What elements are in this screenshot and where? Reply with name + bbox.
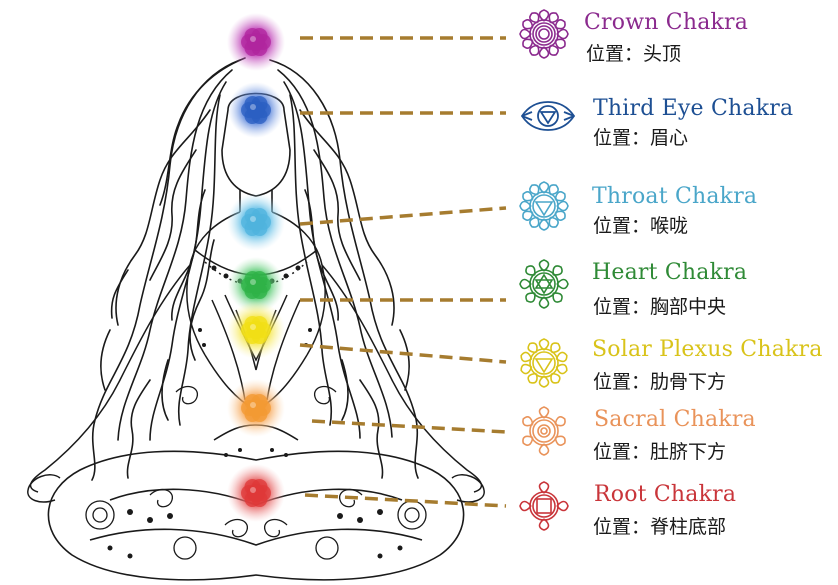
location-value: 眉心 bbox=[650, 127, 689, 149]
arms-outline bbox=[27, 264, 485, 503]
chakra-point-crown bbox=[241, 27, 271, 57]
chakra-location-sacral: 位置：肚脐下方 bbox=[593, 440, 726, 464]
chakra-entry-root: Root Chakra 位置：脊柱底部 bbox=[518, 480, 836, 550]
chakra-name-heart: Heart Chakra bbox=[592, 260, 748, 285]
leader-line-solar-plexus bbox=[299, 343, 507, 364]
root-lotus-icon bbox=[519, 481, 569, 531]
location-caption: 位置： bbox=[593, 371, 651, 393]
chakra-name-crown: Crown Chakra bbox=[584, 10, 749, 35]
chakra-location-third-eye: 位置：眉心 bbox=[593, 126, 688, 150]
leader-line-root bbox=[304, 493, 507, 508]
location-caption: 位置： bbox=[593, 127, 651, 149]
leader-line-throat bbox=[299, 206, 507, 226]
chakra-point-third-eye bbox=[241, 95, 271, 125]
location-value: 肋骨下方 bbox=[650, 371, 727, 393]
location-caption: 位置： bbox=[586, 43, 644, 65]
location-value: 脊柱底部 bbox=[650, 516, 727, 538]
location-caption: 位置： bbox=[593, 296, 651, 318]
chakra-name-throat: Throat Chakra bbox=[592, 184, 758, 209]
throat-lotus-icon bbox=[519, 181, 569, 231]
location-value: 头顶 bbox=[643, 43, 682, 65]
location-value: 喉咙 bbox=[650, 215, 689, 237]
leader-line-sacral bbox=[311, 419, 507, 434]
location-caption: 位置： bbox=[593, 516, 651, 538]
heart-lotus-icon bbox=[519, 259, 569, 309]
ornament-swirls bbox=[85, 385, 427, 560]
chakra-point-heart bbox=[241, 270, 271, 300]
solar-plexus-lotus-icon bbox=[520, 338, 568, 388]
chakra-entry-crown: Crown Chakra 位置：头顶 bbox=[518, 8, 836, 78]
chakra-name-third-eye: Third Eye Chakra bbox=[593, 96, 794, 121]
chakra-location-root: 位置：脊柱底部 bbox=[593, 515, 726, 539]
location-value: 胸部中央 bbox=[650, 296, 727, 318]
chakra-point-sacral bbox=[241, 393, 271, 423]
chakra-location-solar-plexus: 位置：肋骨下方 bbox=[593, 370, 726, 394]
chakra-name-root: Root Chakra bbox=[594, 482, 737, 507]
chakra-name-solar-plexus: Solar Plexus Chakra bbox=[592, 337, 823, 362]
location-caption: 位置： bbox=[593, 441, 651, 463]
location-caption: 位置： bbox=[593, 215, 651, 237]
chakra-entry-throat: Throat Chakra 位置：喉咙 bbox=[518, 180, 836, 250]
chakra-entry-heart: Heart Chakra 位置：胸部中央 bbox=[518, 258, 836, 328]
location-value: 肚脐下方 bbox=[650, 441, 727, 463]
chakra-entry-sacral: Sacral Chakra 位置：肚脐下方 bbox=[518, 405, 836, 475]
hair-right bbox=[269, 59, 419, 479]
chakra-entry-third-eye: Third Eye Chakra 位置：眉心 bbox=[518, 90, 836, 160]
chakra-point-solar-plexus bbox=[241, 315, 271, 345]
chakra-location-throat: 位置：喉咙 bbox=[593, 214, 688, 238]
sacral-lotus-icon bbox=[522, 406, 566, 456]
chakra-point-throat bbox=[241, 207, 271, 237]
chakra-name-sacral: Sacral Chakra bbox=[594, 407, 756, 432]
chakra-entry-solar-plexus: Solar Plexus Chakra 位置：肋骨下方 bbox=[518, 337, 836, 407]
hair-left bbox=[91, 57, 246, 481]
crown-lotus-icon bbox=[519, 9, 569, 59]
chakra-location-heart: 位置：胸部中央 bbox=[593, 295, 726, 319]
chakra-point-root bbox=[241, 478, 271, 508]
third-eye-lotus-icon bbox=[520, 101, 576, 131]
chakra-location-crown: 位置：头顶 bbox=[586, 42, 681, 66]
